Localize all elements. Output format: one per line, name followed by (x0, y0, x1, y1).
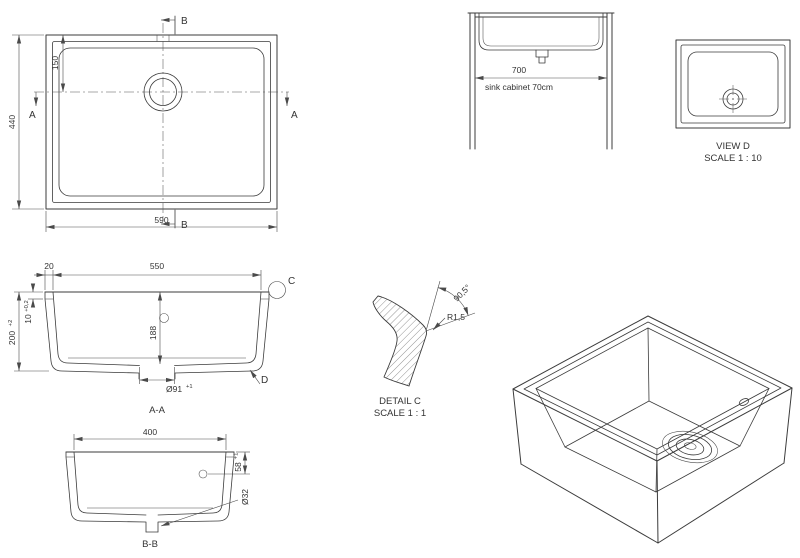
dimension-58: 58 +1 (208, 451, 250, 475)
bb-bowl-left (73, 451, 147, 516)
cabinet-view: 700 sink cabinet 70cm (467, 12, 615, 150)
dim-200-tol: +2 (8, 320, 14, 327)
dimension-32: Ø32 (160, 489, 250, 527)
aa-bowl-right (174, 291, 262, 366)
bb-outer-right (157, 451, 235, 533)
detail-c-material (372, 295, 428, 387)
dim-188-text: 188 (148, 326, 158, 340)
dim-590-text: 590 (154, 215, 168, 225)
cabinet-caption: sink cabinet 70cm (485, 82, 553, 92)
detail-c-scale: SCALE 1 : 1 (374, 408, 426, 419)
section-label-b-top: B (181, 16, 188, 27)
view-d-outer (675, 39, 791, 129)
view-d-scale: SCALE 1 : 10 (704, 153, 762, 164)
dimension-700: 700 sink cabinet 70cm (475, 65, 607, 92)
dimension-20-550: 20 550 (34, 261, 262, 290)
view-d-drain (719, 85, 747, 113)
dim-32-text: Ø32 (240, 489, 250, 505)
iso-body (512, 387, 793, 544)
view-d-title: VIEW D (716, 141, 750, 152)
aa-bowl-left (52, 291, 140, 366)
section-aa: 20 550 10 +0,2 200 +2 188 Ø9 (7, 261, 295, 416)
overflow-hole-aa (159, 313, 169, 323)
section-label-a-left: A (29, 110, 36, 121)
dim-10-tol: +0,2 (24, 300, 30, 311)
view-d: VIEW D SCALE 1 : 10 (675, 39, 791, 164)
cabinet-sides (469, 12, 613, 150)
detail-c-title: DETAIL C (379, 396, 421, 407)
dim-400-text: 400 (143, 427, 157, 437)
view-d-arrow: D (249, 369, 268, 386)
iso-bowl-opening (535, 327, 770, 450)
dim-58-tol: +1 (234, 453, 240, 460)
dimension-440: 440 (7, 34, 44, 210)
iso-drain (662, 430, 718, 464)
section-line-a: A A (29, 92, 298, 121)
plan-view: B B A A 440 150 590 (7, 15, 298, 232)
section-bb: 400 58 +1 Ø32 B-B (65, 427, 250, 550)
dim-550-text: 550 (150, 261, 164, 271)
section-label-b-bottom: B (181, 220, 188, 231)
drain-plan (143, 72, 183, 112)
aa-outer-right (174, 291, 270, 380)
iso-rim-outer (512, 315, 793, 462)
dim-91-text: Ø91 (166, 384, 182, 394)
dimension-400: 400 (73, 427, 227, 450)
bb-outer-left (65, 451, 147, 533)
dimension-188: 188 (148, 292, 163, 364)
bb-bowl-right (157, 451, 227, 516)
dimension-10: 10 +0,2 (14, 283, 43, 324)
dim-58-text: 58 (233, 462, 243, 472)
aa-outer-left (44, 291, 140, 380)
iso-overflow-hole (738, 398, 750, 406)
dim-200-text: 200 (7, 331, 17, 345)
dim-440-text: 440 (7, 115, 17, 129)
section-aa-label: A-A (149, 405, 166, 416)
dimension-drain-91: Ø91 +1 (139, 367, 193, 394)
sink-cross-section (478, 12, 604, 64)
bowl-edge (58, 47, 265, 197)
sink-rim-edge (52, 41, 271, 203)
section-bb-label: B-B (142, 539, 158, 550)
dim-20-text: 20 (44, 261, 54, 271)
detail-c-callout: C (268, 276, 295, 299)
drain-trap (535, 49, 549, 58)
dim-91-tol: +1 (186, 384, 193, 390)
sink-outer-edge (45, 34, 278, 210)
overflow-hole-bb (198, 469, 208, 479)
radius-dimension: R1,5 (432, 312, 465, 331)
dim-700-text: 700 (512, 65, 526, 75)
dimension-200: 200 +2 (7, 292, 49, 372)
isometric-view (512, 315, 793, 544)
iso-rim-inner (523, 321, 782, 456)
dim-10-text: 10 (23, 314, 33, 324)
radius-text: R1,5 (447, 312, 465, 322)
detail-c: 90,5° R1,5 DETAIL C SCALE 1 : 1 (372, 280, 476, 419)
section-label-a-right: A (291, 110, 298, 121)
angle-text: 90,5° (451, 282, 472, 303)
dimension-150: 150 (50, 35, 66, 92)
dim-150-text: 150 (50, 56, 60, 70)
angle-dimension: 90,5° (425, 280, 476, 332)
callout-c-letter: C (288, 276, 295, 287)
view-d-letter: D (261, 375, 268, 386)
dimension-590: 590 (45, 211, 278, 232)
